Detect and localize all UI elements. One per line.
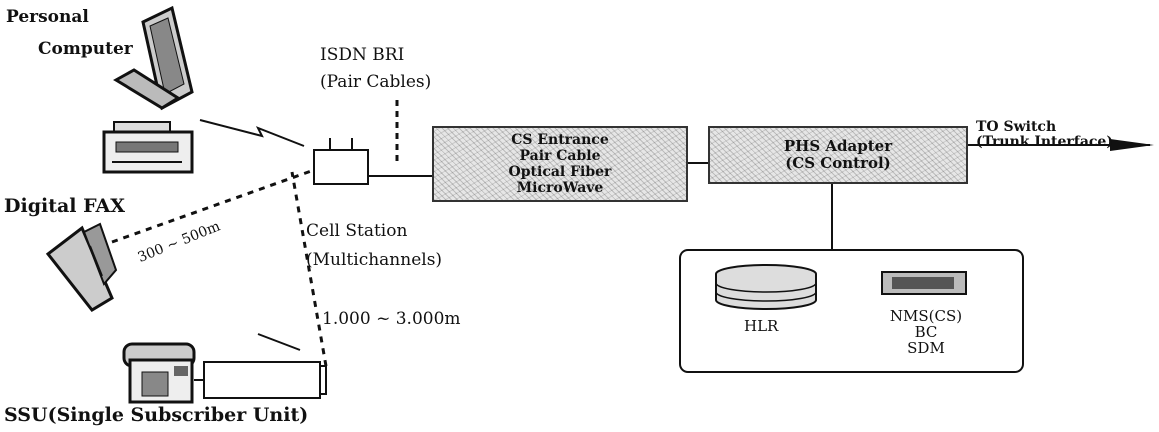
cell-station-box — [314, 150, 368, 184]
nms-label: NMS(CS) BC SDM — [884, 308, 968, 356]
cs-entrance-box: CS Entrance Pair Cable Optical Fiber Mic… — [432, 126, 688, 202]
pair-cable-line: Pair Cable — [434, 148, 686, 164]
cs-entrance-line: CS Entrance — [434, 132, 686, 148]
phs-adapter-box: PHS Adapter (CS Control) — [708, 126, 968, 184]
ssu-label: SSU(Single Subscriber Unit) — [4, 405, 308, 426]
long-range-label: 1.000 ~ 3.000m — [322, 310, 461, 329]
fax-machine-icon — [104, 122, 192, 172]
cs-control-line: (CS Control) — [710, 155, 966, 171]
cell-station-label: Cell Station (Multichannels) — [306, 222, 442, 269]
wireless-link-pc — [200, 120, 304, 146]
database-icon — [716, 265, 816, 309]
server-device-icon — [882, 272, 966, 294]
isdn-label: ISDN BRI (Pair Cables) — [320, 46, 431, 91]
handheld-phone-icon — [48, 224, 116, 310]
microwave-line: MicroWave — [434, 180, 686, 196]
ssu-unit-box — [204, 362, 320, 398]
hlr-label: HLR — [744, 318, 778, 335]
personal-computer-label: Personal — [6, 8, 89, 27]
digital-fax-label: Digital FAX — [4, 196, 125, 217]
optical-fiber-line: Optical Fiber — [434, 164, 686, 180]
telephone-icon — [124, 344, 194, 402]
personal-computer-label-line2: Computer — [38, 40, 133, 59]
phs-adapter-line: PHS Adapter — [710, 138, 966, 154]
to-switch-label: TO Switch (Trunk Interface) — [976, 120, 1113, 151]
